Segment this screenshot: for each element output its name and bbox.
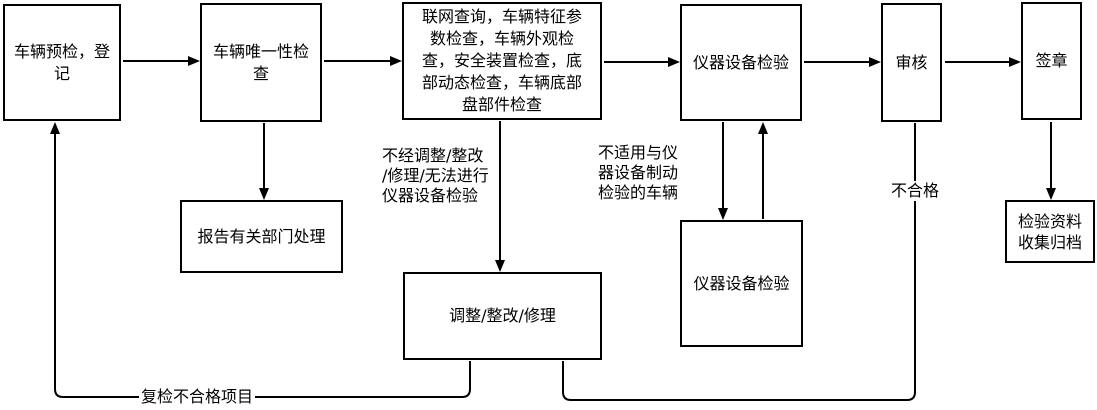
node-online-check: 联网查询，车辆特征参 数检查，车辆外观检 查，安全装置检查，底 部动态检查，车辆…	[402, 2, 602, 120]
node-review: 审核	[881, 3, 942, 122]
node-equipment-test: 仪器设备检验	[680, 4, 802, 121]
node-online-check-label: 联网查询，车辆特征参 数检查，车辆外观检 查，安全装置检查，底 部动态检查，车辆…	[421, 7, 582, 114]
edge-label-unqualified: 不合格	[888, 181, 942, 201]
node-uniqueness-check: 车辆唯一性检 查	[200, 3, 322, 122]
edge-repair-to-precheck-recheck	[50, 122, 471, 398]
node-review-label: 审核	[895, 52, 928, 72]
node-pre-check-label: 车辆预检，登 记	[13, 41, 110, 83]
node-uniqueness-check-label: 车辆唯一性检 查	[212, 41, 309, 83]
node-equipment-test-2-label: 仪器设备检验	[693, 273, 790, 293]
node-archive-label: 检验资料 收集归档	[1017, 211, 1082, 252]
node-repair-label: 调整/整改/修理	[449, 306, 556, 325]
node-report: 报告有关部门处理	[180, 200, 343, 273]
edge-label-recheck: 复检不合格项目	[138, 387, 256, 407]
node-report-label: 报告有关部门处理	[197, 226, 326, 246]
node-sign-label: 签章	[1035, 51, 1068, 70]
node-equipment-test-label: 仪器设备检验	[692, 52, 789, 72]
node-pre-check: 车辆预检，登 记	[3, 4, 121, 121]
edge-label-not-applicable: 不适用与仪 器设备制动 检验的车辆	[598, 143, 679, 203]
edge-review-to-repair-unqualified	[562, 123, 916, 401]
edge-label-no-repair: 不经调整/整改 /修理/无法进行 仪器设备检验	[382, 146, 489, 206]
node-equipment-test-2: 仪器设备检验	[680, 220, 803, 347]
node-repair: 调整/整改/修理	[403, 272, 602, 360]
node-sign: 签章	[1021, 2, 1082, 120]
node-archive: 检验资料 收集归档	[1005, 200, 1095, 263]
